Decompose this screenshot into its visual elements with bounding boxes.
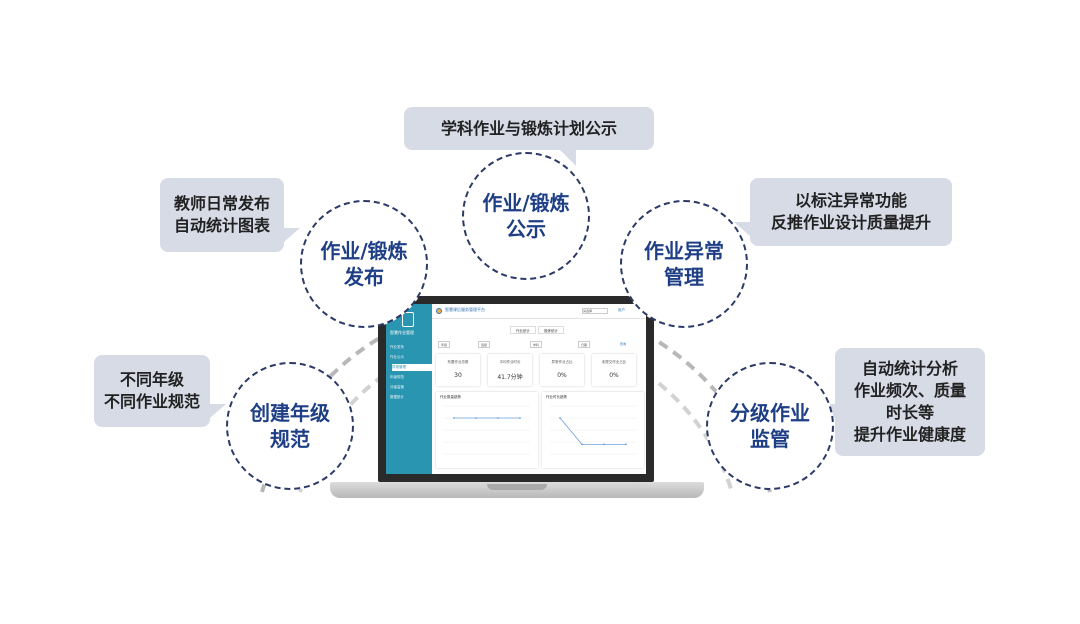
circle-line: 管理: [664, 265, 704, 289]
circle-line: 公示: [506, 217, 546, 241]
stat-card: 平均作业时长 41.7分钟: [488, 354, 532, 386]
data-point: [475, 417, 477, 419]
stat-label: 异常作业占比: [551, 360, 573, 364]
bubble-line: 时长等: [885, 403, 934, 422]
bubble-line: 学科作业与锻炼计划公示: [440, 118, 617, 138]
bubble-line: 作业频次、质量: [853, 381, 966, 400]
school-select[interactable]: 请选择: [582, 308, 608, 314]
stat-value: 0%: [609, 372, 619, 379]
stat-card: 异常作业占比 0%: [540, 354, 584, 386]
mini-chart-plot: [550, 405, 636, 455]
stat-label: 未提交作业占比: [601, 360, 627, 364]
sidebar-item[interactable]: 作业发布: [390, 345, 404, 349]
sidebar-item[interactable]: 作业公示: [390, 355, 404, 359]
bubble-line: 以标注异常功能: [794, 191, 907, 210]
filter-class[interactable]: 班级: [478, 341, 491, 348]
data-point: [581, 443, 583, 446]
circle-line: 发布: [344, 265, 384, 289]
filter-bar: 年级 班级 学科 日期 查询: [438, 341, 643, 349]
filter-subject[interactable]: 学科: [530, 341, 543, 348]
circle-notice: 作业/锻炼 公示: [462, 152, 590, 280]
document-icon: [402, 312, 414, 327]
circle-line: 分级作业: [730, 401, 810, 425]
circle-line: 作业异常: [644, 239, 724, 263]
tab-exercise[interactable]: 锻炼统计: [538, 326, 564, 334]
bubble-line: 不同年级: [119, 370, 184, 389]
circle-line: 作业/锻炼: [482, 191, 570, 215]
data-point: [603, 443, 605, 446]
bubble-line: 自动统计分析: [861, 359, 958, 378]
circle-line: 规范: [270, 427, 310, 451]
data-point: [625, 443, 627, 446]
bubble-tail: [210, 404, 226, 418]
bubble-tail: [284, 228, 300, 242]
sidebar-item[interactable]: 分级监管: [390, 385, 404, 389]
bubble-notice: 学科作业与锻炼计划公示: [404, 107, 654, 150]
circle-abnormal: 作业异常 管理: [620, 200, 748, 328]
circle-supervise: 分级作业 监管: [706, 362, 834, 490]
mini-chart: 作业数量趋势: [436, 392, 538, 468]
stat-value: 41.7分钟: [497, 374, 523, 381]
circle-publish: 作业/锻炼 发布: [300, 200, 428, 328]
bubble-line: 自动统计图表: [173, 216, 270, 235]
bubble-supervise: 自动统计分析 作业频次、质量 时长等 提升作业健康度: [835, 348, 985, 456]
bubble-tail: [560, 150, 576, 166]
circle-line: 作业/锻炼: [320, 239, 408, 263]
mini-chart-plot: [444, 405, 530, 455]
stat-value: 30: [454, 372, 462, 379]
laptop-screen: 智慧作业管理 作业发布作业公示异常管理年级规范分级监管数据统计 智慧课后服务管理…: [386, 304, 646, 474]
sidebar-item[interactable]: 数据统计: [390, 395, 404, 399]
bubble-line: 反推作业设计质量提升: [770, 213, 931, 232]
stat-card: 未提交作业占比 0%: [592, 354, 636, 386]
mini-chart: 作业时长趋势: [542, 392, 644, 468]
filter-grade[interactable]: 年级: [438, 341, 451, 348]
data-point: [497, 417, 499, 419]
stat-value: 0%: [557, 372, 567, 379]
bubble-publish: 教师日常发布 自动统计图表: [160, 178, 284, 252]
user-link[interactable]: 用户: [618, 308, 625, 312]
bubble-abnormal: 以标注异常功能 反推作业设计质量提升: [750, 178, 952, 246]
stat-card: 布置作业总数 30: [436, 354, 480, 386]
sidebar-item[interactable]: 年级规范: [390, 375, 404, 379]
mini-chart-title: 作业时长趋势: [546, 395, 567, 399]
mini-chart-title: 作业数量趋势: [440, 395, 461, 399]
data-point: [453, 417, 455, 419]
app-sidebar: 智慧作业管理 作业发布作业公示异常管理年级规范分级监管数据统计: [386, 304, 432, 474]
circle-line: 监管: [750, 427, 790, 451]
data-point: [519, 417, 521, 419]
series-line: [559, 417, 626, 445]
tab-homework[interactable]: 作业统计: [510, 326, 536, 334]
bubble-line: 不同作业规范: [103, 392, 200, 411]
laptop-notch: [487, 484, 547, 490]
app-title: 智慧课后服务管理平台: [445, 307, 485, 312]
filter-date[interactable]: 日期: [578, 341, 591, 348]
sidebar-title: 智慧作业管理: [390, 330, 414, 335]
stat-label: 平均作业时长: [499, 360, 521, 364]
logo-icon: [436, 308, 442, 314]
bubble-line: 提升作业健康度: [853, 425, 966, 444]
sidebar-item[interactable]: 异常管理: [392, 364, 432, 371]
data-point: [559, 417, 561, 419]
bubble-grade-rules: 不同年级 不同作业规范: [94, 355, 210, 427]
circle-line: 创建年级: [250, 401, 330, 425]
query-button[interactable]: 查询: [620, 342, 627, 346]
laptop-base: [330, 482, 704, 498]
stat-label: 布置作业总数: [447, 360, 469, 364]
app-topbar: 智慧课后服务管理平台 请选择 用户: [432, 304, 646, 319]
circle-grade-rules: 创建年级 规范: [226, 362, 354, 490]
bubble-line: 教师日常发布: [173, 194, 270, 213]
